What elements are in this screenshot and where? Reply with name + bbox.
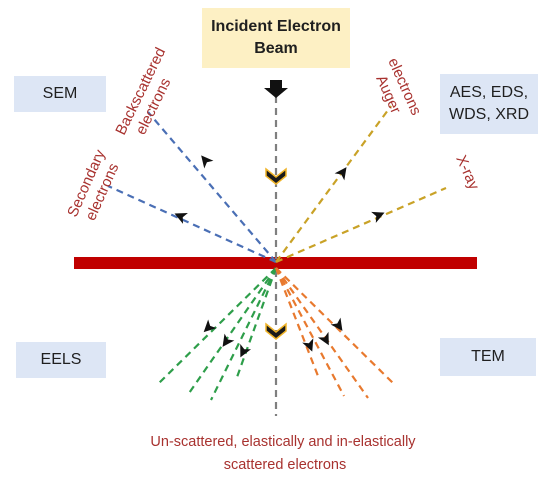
tem-ray	[274, 267, 320, 377]
chevron-arrow-icon	[302, 338, 314, 352]
aes-label-line1: AES, EDS,	[449, 84, 529, 101]
backscattered-label: Backscattered electrons	[112, 41, 187, 146]
beam-chevron-icon	[265, 167, 287, 185]
secondary-label: Secondary electrons	[64, 143, 127, 227]
backscattered-ray	[147, 111, 277, 263]
chevron-arrow-icon	[201, 155, 214, 169]
bottom-caption: Un-scattered, elastically and in-elastic…	[150, 434, 419, 473]
chevron-arrow-icon	[240, 343, 252, 358]
tem-label: TEM	[471, 348, 505, 365]
aes-label-line2: WDS, XRD	[449, 106, 529, 123]
chevron-arrow-icon	[334, 167, 347, 181]
sem-label: SEM	[42, 85, 78, 102]
tem-box: TEM	[440, 338, 536, 376]
secondary-ray	[107, 184, 277, 264]
xray-ray	[275, 186, 447, 264]
chevron-arrow-icon	[317, 331, 329, 346]
eels-ray	[157, 267, 277, 385]
xray-label: X-ray	[452, 153, 482, 193]
eels-ray	[210, 267, 277, 401]
incident-arrow-icon	[264, 80, 288, 98]
eels-box: EELS	[16, 342, 106, 378]
auger-ray	[275, 105, 392, 263]
tem-ray	[275, 267, 369, 399]
sample-slab	[74, 257, 477, 269]
chevron-arrow-icon	[371, 211, 385, 223]
chevron-arrow-icon	[222, 333, 235, 347]
incident-beam-title-line1: Incident Electron	[211, 18, 341, 35]
eels-ray	[186, 267, 277, 397]
tem-ray	[275, 267, 345, 397]
chevron-arrow-icon	[174, 212, 188, 224]
incident-beam-box: Incident Electron Beam	[202, 8, 350, 68]
eels-label: EELS	[40, 351, 82, 368]
beam-chevron-icon	[265, 322, 287, 340]
chevron-arrow-icon	[330, 317, 343, 331]
sem-box: SEM	[14, 76, 106, 112]
chevron-arrow-icon	[203, 319, 217, 333]
tem-ray	[275, 267, 396, 386]
auger-label: Auger electrons	[368, 55, 425, 125]
aes-eds-wds-xrd-box: AES, EDS, WDS, XRD	[440, 74, 538, 134]
incident-beam-title-line2: Beam	[254, 40, 298, 57]
eels-ray	[234, 267, 278, 381]
